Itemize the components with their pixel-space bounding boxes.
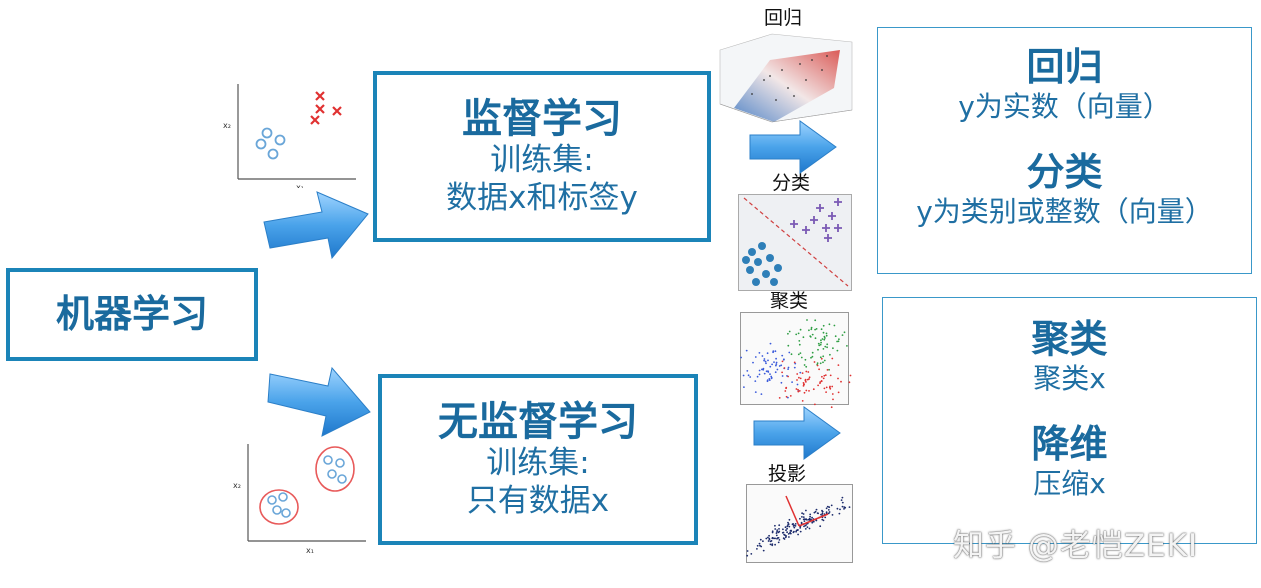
classification-example-image <box>738 194 852 291</box>
projection-example-image <box>746 484 853 563</box>
machine-learning-label: 机器学习 <box>55 291 208 336</box>
clustering-caption: 聚类 <box>770 290 809 312</box>
unsupervised-line2: 只有数据x <box>466 482 610 519</box>
regression-caption: 回归 <box>764 7 803 29</box>
clustering-example-image <box>740 312 852 409</box>
arrow-to-unsupervised-results <box>753 406 841 460</box>
y-axis-label-2: x₂ <box>233 481 241 490</box>
supervised-line1: 训练集: <box>490 142 594 179</box>
supervised-learning-box: 监督学习 训练集: 数据x和标签y <box>373 71 711 242</box>
dimreduction-title: 降维 <box>1031 422 1108 467</box>
projection-caption: 投影 <box>768 463 807 485</box>
classification-title: 分类 <box>1026 150 1103 195</box>
classification-desc: y为类别或整数（向量） <box>916 194 1213 228</box>
x-axis-label: x₁ <box>296 183 304 188</box>
clustering-desc: 聚类x <box>1033 361 1106 395</box>
clustering-title: 聚类 <box>1031 317 1108 361</box>
supervised-line2: 数据x和标签y <box>446 179 638 216</box>
classification-caption: 分类 <box>772 172 811 194</box>
arrow-to-supervised-results <box>749 120 837 174</box>
watermark: 知乎 @老恺ZEKI <box>953 528 1199 564</box>
supervised-results-box: 回归 y为实数（向量） 分类 y为类别或整数（向量） <box>877 27 1252 274</box>
unsupervised-line1: 训练集: <box>486 445 590 482</box>
arrow-to-unsupervised <box>267 366 371 437</box>
unsupervised-results-box: 聚类 聚类x 降维 压缩x <box>882 297 1257 544</box>
dimreduction-desc: 压缩x <box>1033 466 1106 500</box>
x-axis-label-2: x₁ <box>306 546 314 555</box>
supervised-sample-plot: x₂ x₁ <box>223 84 356 188</box>
regression-title: 回归 <box>1026 45 1103 89</box>
unsupervised-sample-plot: x₂ x₁ <box>233 444 366 555</box>
supervised-title: 监督学习 <box>462 96 622 143</box>
unsupervised-title: 无监督学习 <box>438 399 638 446</box>
regression-desc: y为实数（向量） <box>958 89 1171 123</box>
machine-learning-box: 机器学习 <box>6 268 258 361</box>
unsupervised-learning-box: 无监督学习 训练集: 只有数据x <box>378 374 698 545</box>
regression-example-image <box>719 33 853 123</box>
arrow-to-supervised <box>263 191 369 260</box>
y-axis-label: x₂ <box>223 121 231 130</box>
